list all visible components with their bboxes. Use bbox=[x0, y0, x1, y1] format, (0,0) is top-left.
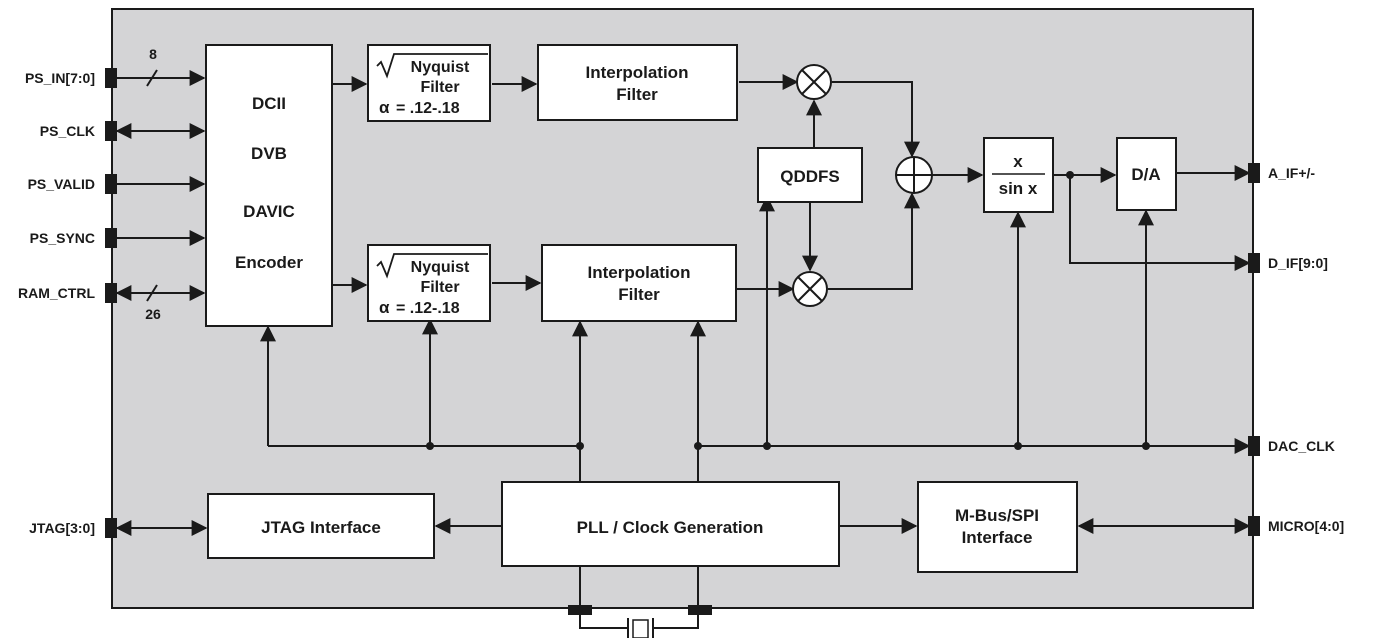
pin-label-ram-ctrl: RAM_CTRL bbox=[18, 285, 95, 301]
interp-bottom-line1: Interpolation bbox=[588, 263, 691, 282]
sinc-denominator: sin x bbox=[999, 179, 1038, 198]
encoder-label-davic: DAVIC bbox=[243, 202, 295, 221]
interpolation-filter-bottom: Interpolation Filter bbox=[541, 244, 737, 322]
interp-top-line2: Filter bbox=[616, 85, 658, 104]
interp-bottom-line2: Filter bbox=[618, 285, 660, 304]
qddfs-label: QDDFS bbox=[780, 167, 840, 186]
multiplier-top-icon bbox=[796, 64, 832, 100]
pin-label-ps-in: PS_IN[7:0] bbox=[25, 70, 95, 86]
nyquist-filter-bottom: Nyquist Filter α = .12-.18 bbox=[367, 244, 491, 322]
nyquist-top-alpha-symbol: α bbox=[379, 98, 390, 117]
sinc-numerator: x bbox=[1013, 152, 1023, 171]
nyquist-bottom-filter: Filter bbox=[420, 279, 459, 296]
nyquist-bottom-alpha-symbol: α bbox=[379, 298, 390, 317]
mbus-label-line2: Interface bbox=[962, 528, 1033, 547]
pin-label-a-if: A_IF+/- bbox=[1268, 165, 1315, 181]
bus-width-ps-in: 8 bbox=[149, 46, 157, 62]
nyquist-bottom-alpha-value: = .12-.18 bbox=[396, 300, 460, 317]
encoder-label-dcii: DCII bbox=[252, 94, 286, 113]
bus-width-ram-ctrl: 26 bbox=[145, 306, 161, 322]
pin-label-micro: MICRO[4:0] bbox=[1268, 518, 1344, 534]
adder-icon bbox=[895, 156, 933, 194]
bus-width-labels: 8 26 bbox=[145, 46, 161, 322]
pin-label-d-if: D_IF[9:0] bbox=[1268, 255, 1328, 271]
sinc-block: x sin x bbox=[983, 137, 1054, 213]
mbus-label-line1: M-Bus/SPI bbox=[955, 506, 1039, 525]
junction-dots bbox=[426, 171, 1150, 450]
interpolation-filter-top: Interpolation Filter bbox=[537, 44, 738, 121]
dac-block: D/A bbox=[1116, 137, 1177, 211]
encoder-label-encoder: Encoder bbox=[235, 253, 303, 272]
pin-label-jtag: JTAG[3:0] bbox=[29, 520, 95, 536]
pin-label-ps-valid: PS_VALID bbox=[28, 176, 95, 192]
nyquist-top-name: Nyquist bbox=[411, 59, 470, 76]
jtag-interface-label: JTAG Interface bbox=[261, 518, 381, 537]
qddfs-block: QDDFS bbox=[757, 147, 863, 203]
pin-label-dac-clk: DAC_CLK bbox=[1268, 438, 1335, 454]
pin-label-ps-sync: PS_SYNC bbox=[30, 230, 95, 246]
pll-label: PLL / Clock Generation bbox=[577, 518, 764, 537]
encoder-block: DCII DVB DAVIC Encoder bbox=[205, 44, 333, 327]
nyquist-top-alpha-value: = .12-.18 bbox=[396, 100, 460, 117]
signal-wires bbox=[115, 69, 1251, 629]
nyquist-bottom-name: Nyquist bbox=[411, 259, 470, 276]
left-pin-labels: PS_IN[7:0] PS_CLK PS_VALID PS_SYNC RAM_C… bbox=[18, 70, 95, 536]
pins bbox=[105, 68, 1260, 615]
jtag-interface-block: JTAG Interface bbox=[207, 493, 435, 559]
dac-label: D/A bbox=[1131, 165, 1160, 184]
right-pin-labels: A_IF+/- D_IF[9:0] DAC_CLK MICRO[4:0] bbox=[1268, 165, 1344, 534]
pin-label-ps-clk: PS_CLK bbox=[40, 123, 95, 139]
nyquist-top-filter: Filter bbox=[420, 79, 459, 96]
nyquist-filter-top: Nyquist Filter α = .12-.18 bbox=[367, 44, 491, 122]
multiplier-bottom-icon bbox=[792, 271, 828, 307]
interp-top-line1: Interpolation bbox=[586, 63, 689, 82]
pll-block: PLL / Clock Generation bbox=[501, 481, 840, 567]
encoder-label-dvb: DVB bbox=[251, 144, 287, 163]
crystal-icon bbox=[627, 618, 654, 638]
mbus-spi-block: M-Bus/SPI Interface bbox=[917, 481, 1078, 573]
